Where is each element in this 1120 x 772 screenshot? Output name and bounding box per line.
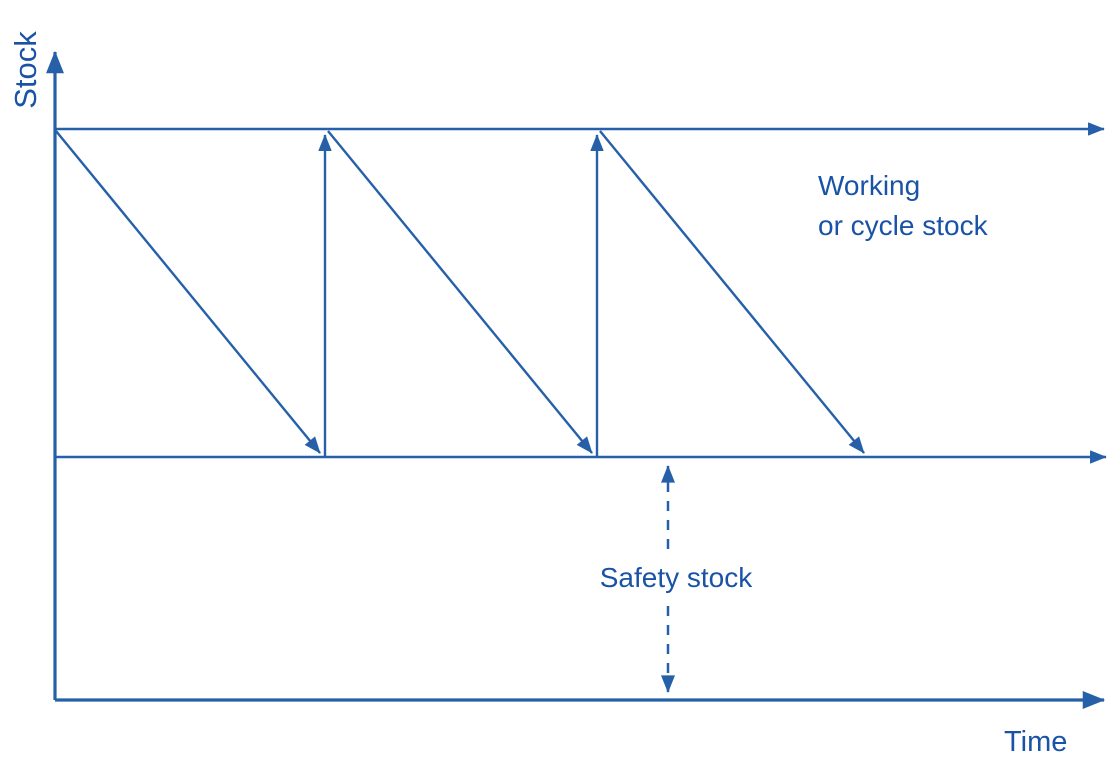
- consumption-diagonal-2: [327, 130, 593, 454]
- consumption-diagonal-1: [55, 130, 321, 454]
- y-axis-label: Stock: [8, 31, 43, 109]
- x-axis-label: Time: [1004, 726, 1068, 758]
- working-cycle-stock-label: Working or cycle stock: [818, 170, 988, 241]
- consumption-diagonal-3: [599, 130, 865, 454]
- safety-stock-label: Safety stock: [589, 556, 763, 600]
